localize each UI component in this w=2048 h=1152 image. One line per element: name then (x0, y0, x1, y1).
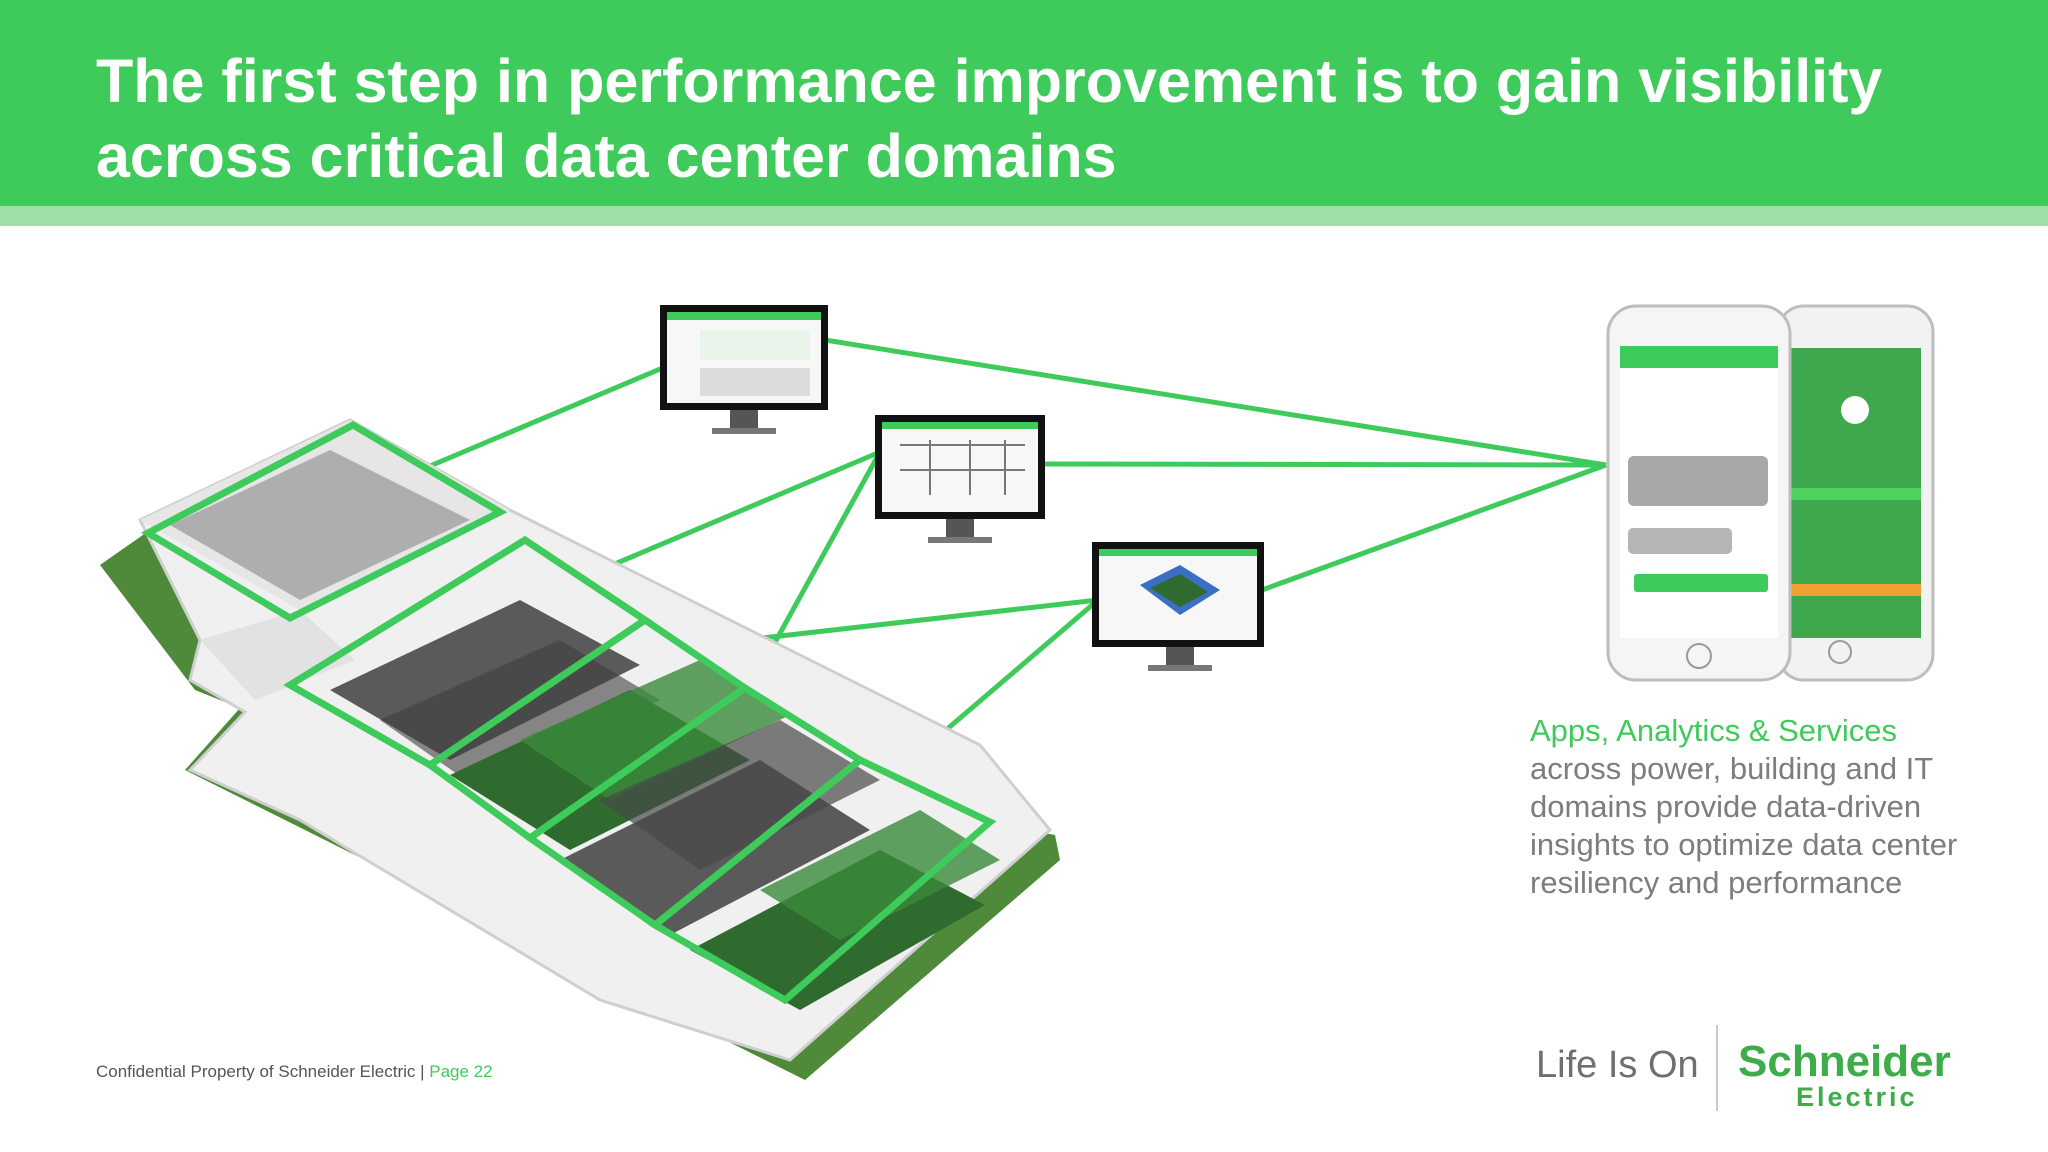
footer-confidential: Confidential Property of Schneider Elect… (96, 1062, 493, 1082)
data-center-floor-plan (100, 418, 1060, 1080)
monitor-3d-floor-view (1092, 542, 1264, 671)
phone-app-alerts (1606, 304, 1792, 682)
brand-sub: Electric (1796, 1082, 1918, 1112)
illustration-area (100, 304, 1935, 1080)
phone-app-settings (1776, 304, 1935, 682)
connection-lines (429, 337, 1607, 750)
caption-block: Apps, Analytics & Services across power,… (1530, 712, 2000, 902)
schneider-electric-logo: Schneider Electric (1738, 1037, 1951, 1112)
title-banner: The first step in performance improvemen… (0, 0, 2048, 206)
caption-heading: Apps, Analytics & Services (1530, 713, 1897, 748)
server-racks (170, 450, 1000, 1010)
logo-divider (1716, 1025, 1718, 1111)
caption-body: across power, building and IT domains pr… (1530, 751, 1958, 900)
page-number: Page 22 (429, 1062, 493, 1081)
banner-strip (0, 206, 2048, 226)
footer-label: Confidential Property of Schneider Elect… (96, 1062, 430, 1081)
monitor-power-diagram (875, 415, 1045, 543)
brand-name: Schneider (1738, 1037, 1951, 1086)
slide-title: The first step in performance improvemen… (96, 47, 1883, 190)
life-is-on-logo: Life Is On (1536, 1044, 1699, 1086)
monitor-dashboard (660, 305, 828, 434)
